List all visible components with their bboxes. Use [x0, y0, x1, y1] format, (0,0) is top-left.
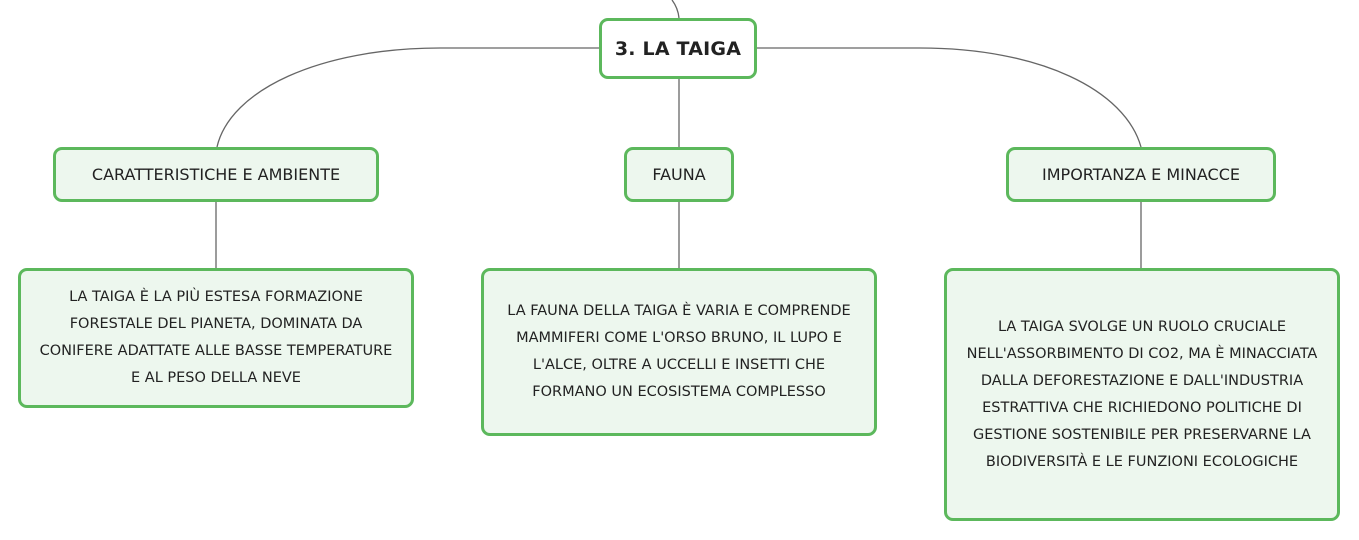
root-node-label: 3. LA TAIGA	[614, 37, 742, 60]
topic-node-label: IMPORTANZA E MINACCE	[1042, 165, 1240, 184]
detail-node-fauna[interactable]: LA FAUNA DELLA TAIGA È VARIA E COMPRENDE…	[481, 268, 877, 436]
detail-node-text: LA FAUNA DELLA TAIGA È VARIA E COMPRENDE…	[507, 303, 851, 400]
topic-node-importance[interactable]: IMPORTANZA E MINACCE	[1006, 147, 1276, 202]
root-node[interactable]: 3. LA TAIGA	[599, 18, 757, 79]
topic-node-characteristics[interactable]: CARATTERISTICHE E AMBIENTE	[53, 147, 379, 202]
topic-node-fauna[interactable]: FAUNA	[624, 147, 734, 202]
connector-incoming-root	[671, 0, 680, 19]
topic-node-label: FAUNA	[652, 165, 706, 184]
detail-node-text: LA TAIGA È LA PIÙ ESTESA FORMAZIONE FORE…	[39, 289, 393, 386]
connector-root-to-topic-0	[216, 47, 599, 148]
detail-node-characteristics[interactable]: LA TAIGA È LA PIÙ ESTESA FORMAZIONE FORE…	[18, 268, 414, 408]
detail-node-text: LA TAIGA SVOLGE UN RUOLO CRUCIALE NELL'A…	[966, 318, 1318, 470]
topic-node-label: CARATTERISTICHE E AMBIENTE	[91, 165, 341, 184]
detail-node-importance[interactable]: LA TAIGA SVOLGE UN RUOLO CRUCIALE NELL'A…	[944, 268, 1340, 521]
connector-root-to-topic-2	[757, 47, 1142, 148]
